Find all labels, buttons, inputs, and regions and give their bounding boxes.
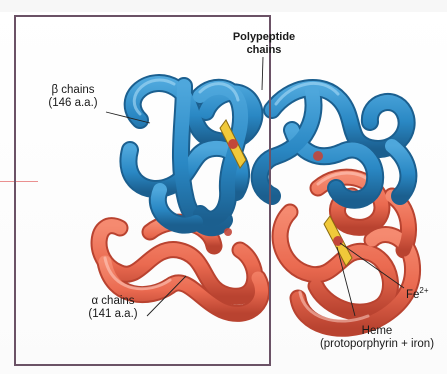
heme-label-line1: Heme xyxy=(311,325,443,338)
polypeptide-label: Polypeptide chains xyxy=(221,31,307,57)
heme-label-line2: (protoporphyrin + iron) xyxy=(311,338,443,351)
alpha-chains-label: α chains (141 a.a.) xyxy=(78,295,148,321)
beta-chains-label-line2: (146 a.a.) xyxy=(40,97,106,110)
heme-label: Heme (protoporphyrin + iron) xyxy=(311,325,443,351)
beta-chains-label: β chains (146 a.a.) xyxy=(40,84,106,110)
beta-chains-label-line1: β chains xyxy=(40,84,106,97)
alpha-chains-label-line1: α chains xyxy=(78,295,148,308)
beta-chains xyxy=(128,80,408,227)
iron-label-text: Fe xyxy=(406,289,419,301)
polypeptide-label-line1: Polypeptide xyxy=(221,31,307,44)
alpha-chains-label-line2: (141 a.a.) xyxy=(78,308,148,321)
iron-label-charge: 2+ xyxy=(419,286,428,295)
iron-label: Fe2+ xyxy=(406,284,429,302)
polypeptide-label-line2: chains xyxy=(221,44,307,57)
